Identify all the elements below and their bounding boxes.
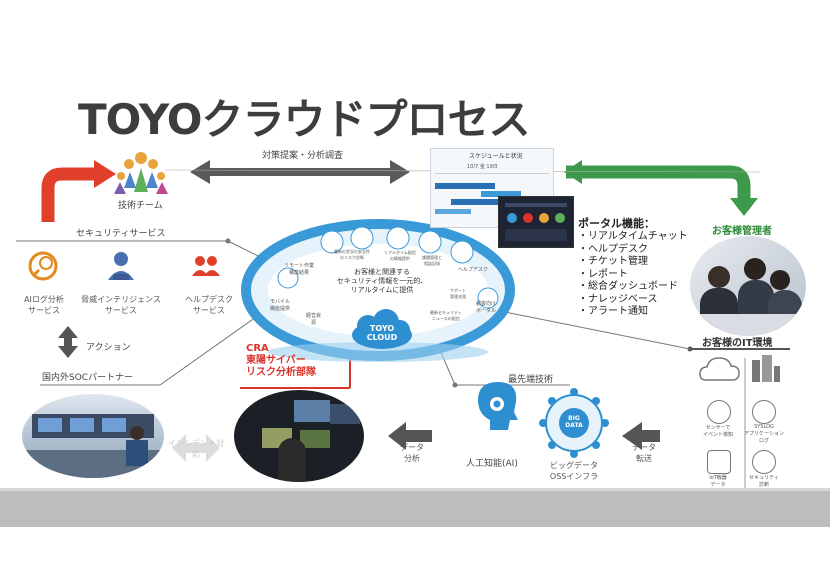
- customer-admin-photo: [690, 236, 806, 336]
- bigdata-label: ビッグデータ OSSインフラ: [549, 461, 599, 481]
- red-arrow: [41, 167, 96, 222]
- advanced-tech-label: 最先端技術: [508, 375, 554, 385]
- cra-dept-label: 東陽サイバー リスク分析部隊: [246, 355, 316, 378]
- portal-item: ・総合ダッシュボード: [578, 281, 678, 292]
- ring-label: 最新の状況の安全性 のリスク診断: [334, 249, 370, 260]
- service-label-helpdesk: ヘルプデスク サービス: [185, 295, 233, 315]
- cra-label: CRA: [246, 343, 269, 354]
- ring-label: サポート 管理支援: [450, 288, 466, 299]
- cra-team-photo: [234, 390, 364, 482]
- green-arrow-tail: [564, 160, 582, 184]
- sensor-icon: [707, 400, 731, 424]
- tech-team-icon: [114, 152, 168, 194]
- action-arrow-up: [58, 326, 78, 338]
- hacker-icon: [108, 252, 134, 280]
- ring-label: 経営資 源: [306, 313, 322, 326]
- ai-head-icon: [478, 382, 518, 430]
- customer-it-label: お客様のIT環境: [702, 338, 773, 349]
- footer-band-edge: [0, 488, 830, 491]
- portal-item: ・アラート通知: [578, 306, 648, 317]
- ai-label: 人工知能(AI): [466, 459, 518, 469]
- portal-item: ・レポート: [578, 268, 628, 280]
- people-icon: [192, 256, 220, 276]
- schedule-screenshot: スケジュールと状況 10/7 金 19日: [430, 148, 554, 228]
- cloud-ring: [241, 219, 515, 362]
- service-label-ai-log: AIログ分析 サービス: [24, 295, 64, 315]
- ring-label: 顧客向け ポータル: [476, 301, 497, 314]
- portal-item: ・ナレッジベース: [578, 293, 658, 305]
- schedule-label: スケジュールと状況: [469, 153, 523, 160]
- portal-functions: ポータル機能： ・リアルタイムチャット ・ヘルプデスク ・チケット管理 ・レポー…: [578, 215, 688, 319]
- grey-arrow-right-head: [390, 160, 410, 184]
- portal-item: ・リアルタイムチャット: [578, 231, 688, 242]
- iot-icon: [707, 450, 731, 474]
- it-icon-label: IoT機器 データ: [709, 475, 727, 488]
- footer-band: [0, 491, 830, 527]
- tech-team-label: 技術チーム: [118, 201, 163, 211]
- bigdata-center-text: BIG DATA: [565, 415, 583, 429]
- portal-item: ・チケット管理: [578, 256, 648, 267]
- portal-title: ポータル機能：: [578, 217, 655, 230]
- ring-label: 最新セキュリティ ニュースの配信: [430, 310, 462, 321]
- building-icon: [752, 355, 780, 382]
- ring-label: ヘルプデスク: [458, 267, 489, 273]
- soc-partner-photo: [22, 394, 164, 478]
- action-arrow-down: [58, 346, 78, 358]
- green-arrow-head: [730, 198, 758, 216]
- ring-label: リアルタイム配信 の情報提供: [384, 250, 416, 261]
- cloud-description: お客様と関連する セキュリティ情報を一元的、 リアルタイムに提供: [336, 268, 428, 294]
- it-icon-label: セキュリティ 診断: [749, 475, 779, 488]
- grey-arrow-left-head: [190, 160, 210, 184]
- proposal-arrow-label: 対策提案・分析調査: [262, 151, 344, 161]
- customer-admin-label: お客様管理者: [712, 226, 772, 237]
- green-arrow: [566, 165, 751, 200]
- ring-label: 課題管理と 相談記録: [422, 255, 442, 266]
- syslog-icon: [752, 400, 776, 424]
- service-label-threat-intel: 脅威インテリジェンス サービス: [81, 295, 161, 315]
- soc-partner-label: 国内外SOCパートナー: [42, 373, 134, 383]
- security-services-label: セキュリティサービス: [76, 229, 166, 239]
- ring-label: モバイル 機能提供: [270, 299, 291, 312]
- data-transfer-label: データ 転送: [632, 443, 656, 463]
- it-icon-label: SYSLOG アプリケーション ログ: [744, 424, 784, 444]
- action-label: アクション: [86, 343, 131, 353]
- cloud-logo-text: TOYO CLOUD: [366, 324, 398, 342]
- schedule-date: 10/7 金 19日: [467, 164, 498, 170]
- red-arrow-head: [94, 160, 116, 188]
- cloud-outline-icon: [699, 357, 740, 381]
- dashboard-screenshot: [498, 196, 574, 248]
- ring-label: リモート作業 構築結果: [284, 263, 315, 276]
- magnifier-icon: [28, 251, 58, 281]
- page-title: TOYOクラウドプロセス: [78, 95, 530, 144]
- toyo-cloud-logo: [352, 309, 412, 349]
- incident-label: インシデント対 応: [168, 439, 224, 459]
- data-analysis-label: データ 分析: [400, 443, 424, 463]
- scan-icon: [752, 450, 776, 474]
- it-icon-label: センサーで イベント検知: [702, 425, 733, 438]
- bigdata-icon: [539, 388, 609, 458]
- portal-item: ・ヘルプデスク: [578, 243, 648, 255]
